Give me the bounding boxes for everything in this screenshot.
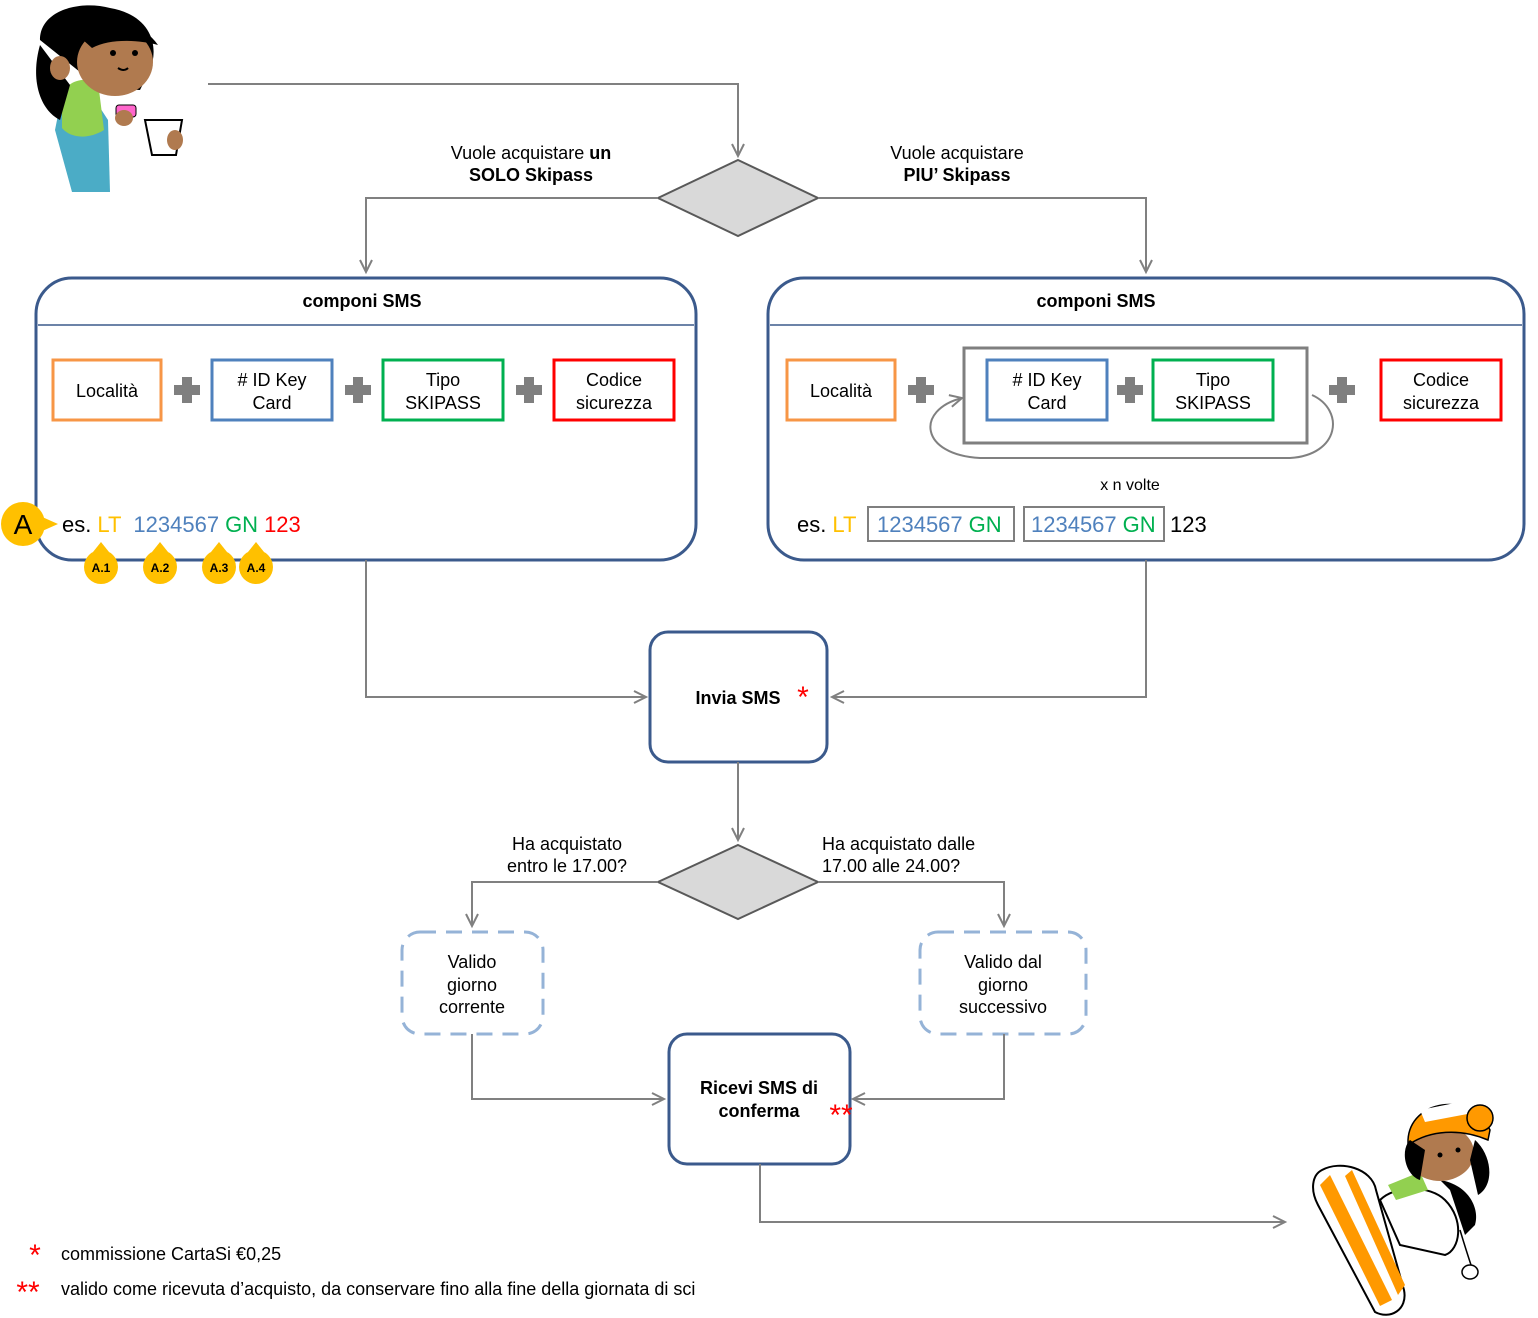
- svg-text:A.4: A.4: [247, 561, 266, 575]
- box-tipo-label-2: SKIPASS: [405, 393, 481, 413]
- callout-letter: A: [14, 509, 33, 540]
- plus-icon: [1329, 377, 1355, 403]
- plus-icon: [1117, 377, 1143, 403]
- panel-title: componi SMS: [302, 291, 421, 311]
- badge-a2: A.2: [143, 542, 177, 584]
- box-codice-sicurezza: [552, 358, 676, 422]
- box-localita: [51, 358, 163, 422]
- decision-left-label-line2: SOLO Skipass: [469, 165, 593, 185]
- svg-text:corrente: corrente: [439, 997, 505, 1017]
- decision-time-left-2: entro le 17.00?: [507, 856, 627, 876]
- box-id-label-1: # ID Key: [1012, 370, 1081, 390]
- box-tipo-label-1: Tipo: [1196, 370, 1230, 390]
- box-localita-label: Località: [810, 381, 873, 401]
- decision-time-right-2: 17.00 alle 24.00?: [822, 856, 960, 876]
- example-group-1: [867, 506, 1015, 542]
- callout-a: A: [1, 502, 58, 546]
- decision-time-left-1: Ha acquistato: [512, 834, 622, 854]
- footnote-star: *: [29, 1239, 41, 1272]
- svg-text:successivo: successivo: [959, 997, 1047, 1017]
- box-tipo-label-1: Tipo: [426, 370, 460, 390]
- decision-right-label-line2: PIU’ Skipass: [903, 165, 1010, 185]
- plus-icon: [516, 377, 542, 403]
- box-localita: [785, 358, 897, 422]
- box-tipo-skipass: [381, 358, 505, 422]
- badge-a4: A.4: [239, 542, 273, 584]
- plus-icon: [174, 377, 200, 403]
- svg-text:Valido: Valido: [448, 952, 497, 972]
- box-invia-sms: Invia SMS *: [648, 630, 829, 764]
- box-id-label-2: Card: [252, 393, 291, 413]
- box-localita-label: Località: [76, 381, 139, 401]
- example-prefix: es.LT: [797, 512, 856, 537]
- example-code: 123: [1170, 512, 1207, 537]
- invia-footnote-star: *: [797, 681, 809, 714]
- repeat-label: x n volte: [1100, 477, 1160, 494]
- box-codice-label-2: sicurezza: [1403, 393, 1480, 413]
- decision-time-right-1: Ha acquistato dalle: [822, 834, 975, 854]
- footnote-receipt: ** valido come ricevuta d’acquisto, da c…: [16, 1276, 695, 1309]
- decision-diamond-quantity: [655, 158, 821, 238]
- svg-text:giorno: giorno: [978, 975, 1028, 995]
- box-ricevi-sms: Ricevi SMS di conferma **: [667, 1032, 853, 1166]
- ricevi-footnote-stars: **: [829, 1099, 853, 1132]
- svg-text:A.1: A.1: [92, 561, 111, 575]
- box-codice-label-1: Codice: [586, 370, 642, 390]
- ricevi-label-1: Ricevi SMS di: [700, 1078, 818, 1098]
- svg-text:A.3: A.3: [210, 561, 229, 575]
- footnote-commission: * commissione CartaSi €0,25: [29, 1239, 281, 1272]
- svg-text:giorno: giorno: [447, 975, 497, 995]
- svg-text:A.2: A.2: [151, 561, 170, 575]
- box-id-key-card: [985, 358, 1109, 422]
- box-tipo-label-2: SKIPASS: [1175, 393, 1251, 413]
- decision-diamond-time: [655, 843, 821, 921]
- box-id-label-2: Card: [1027, 393, 1066, 413]
- box-codice-label-2: sicurezza: [576, 393, 653, 413]
- panel-single-skipass: componi SMS Località # ID Key Card Tipo …: [34, 276, 698, 562]
- svg-text:Valido dal: Valido dal: [964, 952, 1042, 972]
- plus-icon: [908, 377, 934, 403]
- plus-icon: [345, 377, 371, 403]
- badge-a1: A.1: [84, 542, 118, 584]
- box-valid-next-day: Valido dal giorno successivo: [918, 930, 1088, 1036]
- ricevi-label-2: conferma: [718, 1101, 800, 1121]
- panel-title: componi SMS: [1036, 291, 1155, 311]
- footnote-stars: **: [16, 1276, 40, 1309]
- box-codice-sicurezza: [1379, 358, 1503, 422]
- footnote-text: commissione CartaSi €0,25: [61, 1244, 281, 1264]
- snowboarder-illustration: [1312, 1100, 1494, 1316]
- box-valid-current-day: Valido giorno corrente: [400, 930, 545, 1036]
- footnote-text: valido come ricevuta d’acquisto, da cons…: [61, 1279, 695, 1299]
- decision-left-label: Vuole acquistare un: [451, 143, 611, 163]
- box-id-key-card: [210, 358, 334, 422]
- box-id-label-1: # ID Key: [237, 370, 306, 390]
- loop-arrow: [929, 394, 1334, 459]
- decision-right-label: Vuole acquistare: [890, 143, 1023, 163]
- box-codice-label-1: Codice: [1413, 370, 1469, 390]
- invia-sms-label: Invia SMS: [695, 688, 780, 708]
- example-group-2: [1023, 506, 1165, 542]
- box-tipo-skipass: [1151, 358, 1275, 422]
- badge-a3: A.3: [202, 542, 236, 584]
- girl-with-phone-illustration: [36, 5, 184, 192]
- panel-multiple-skipass: componi SMS Località # ID Key Card Tipo …: [766, 276, 1526, 562]
